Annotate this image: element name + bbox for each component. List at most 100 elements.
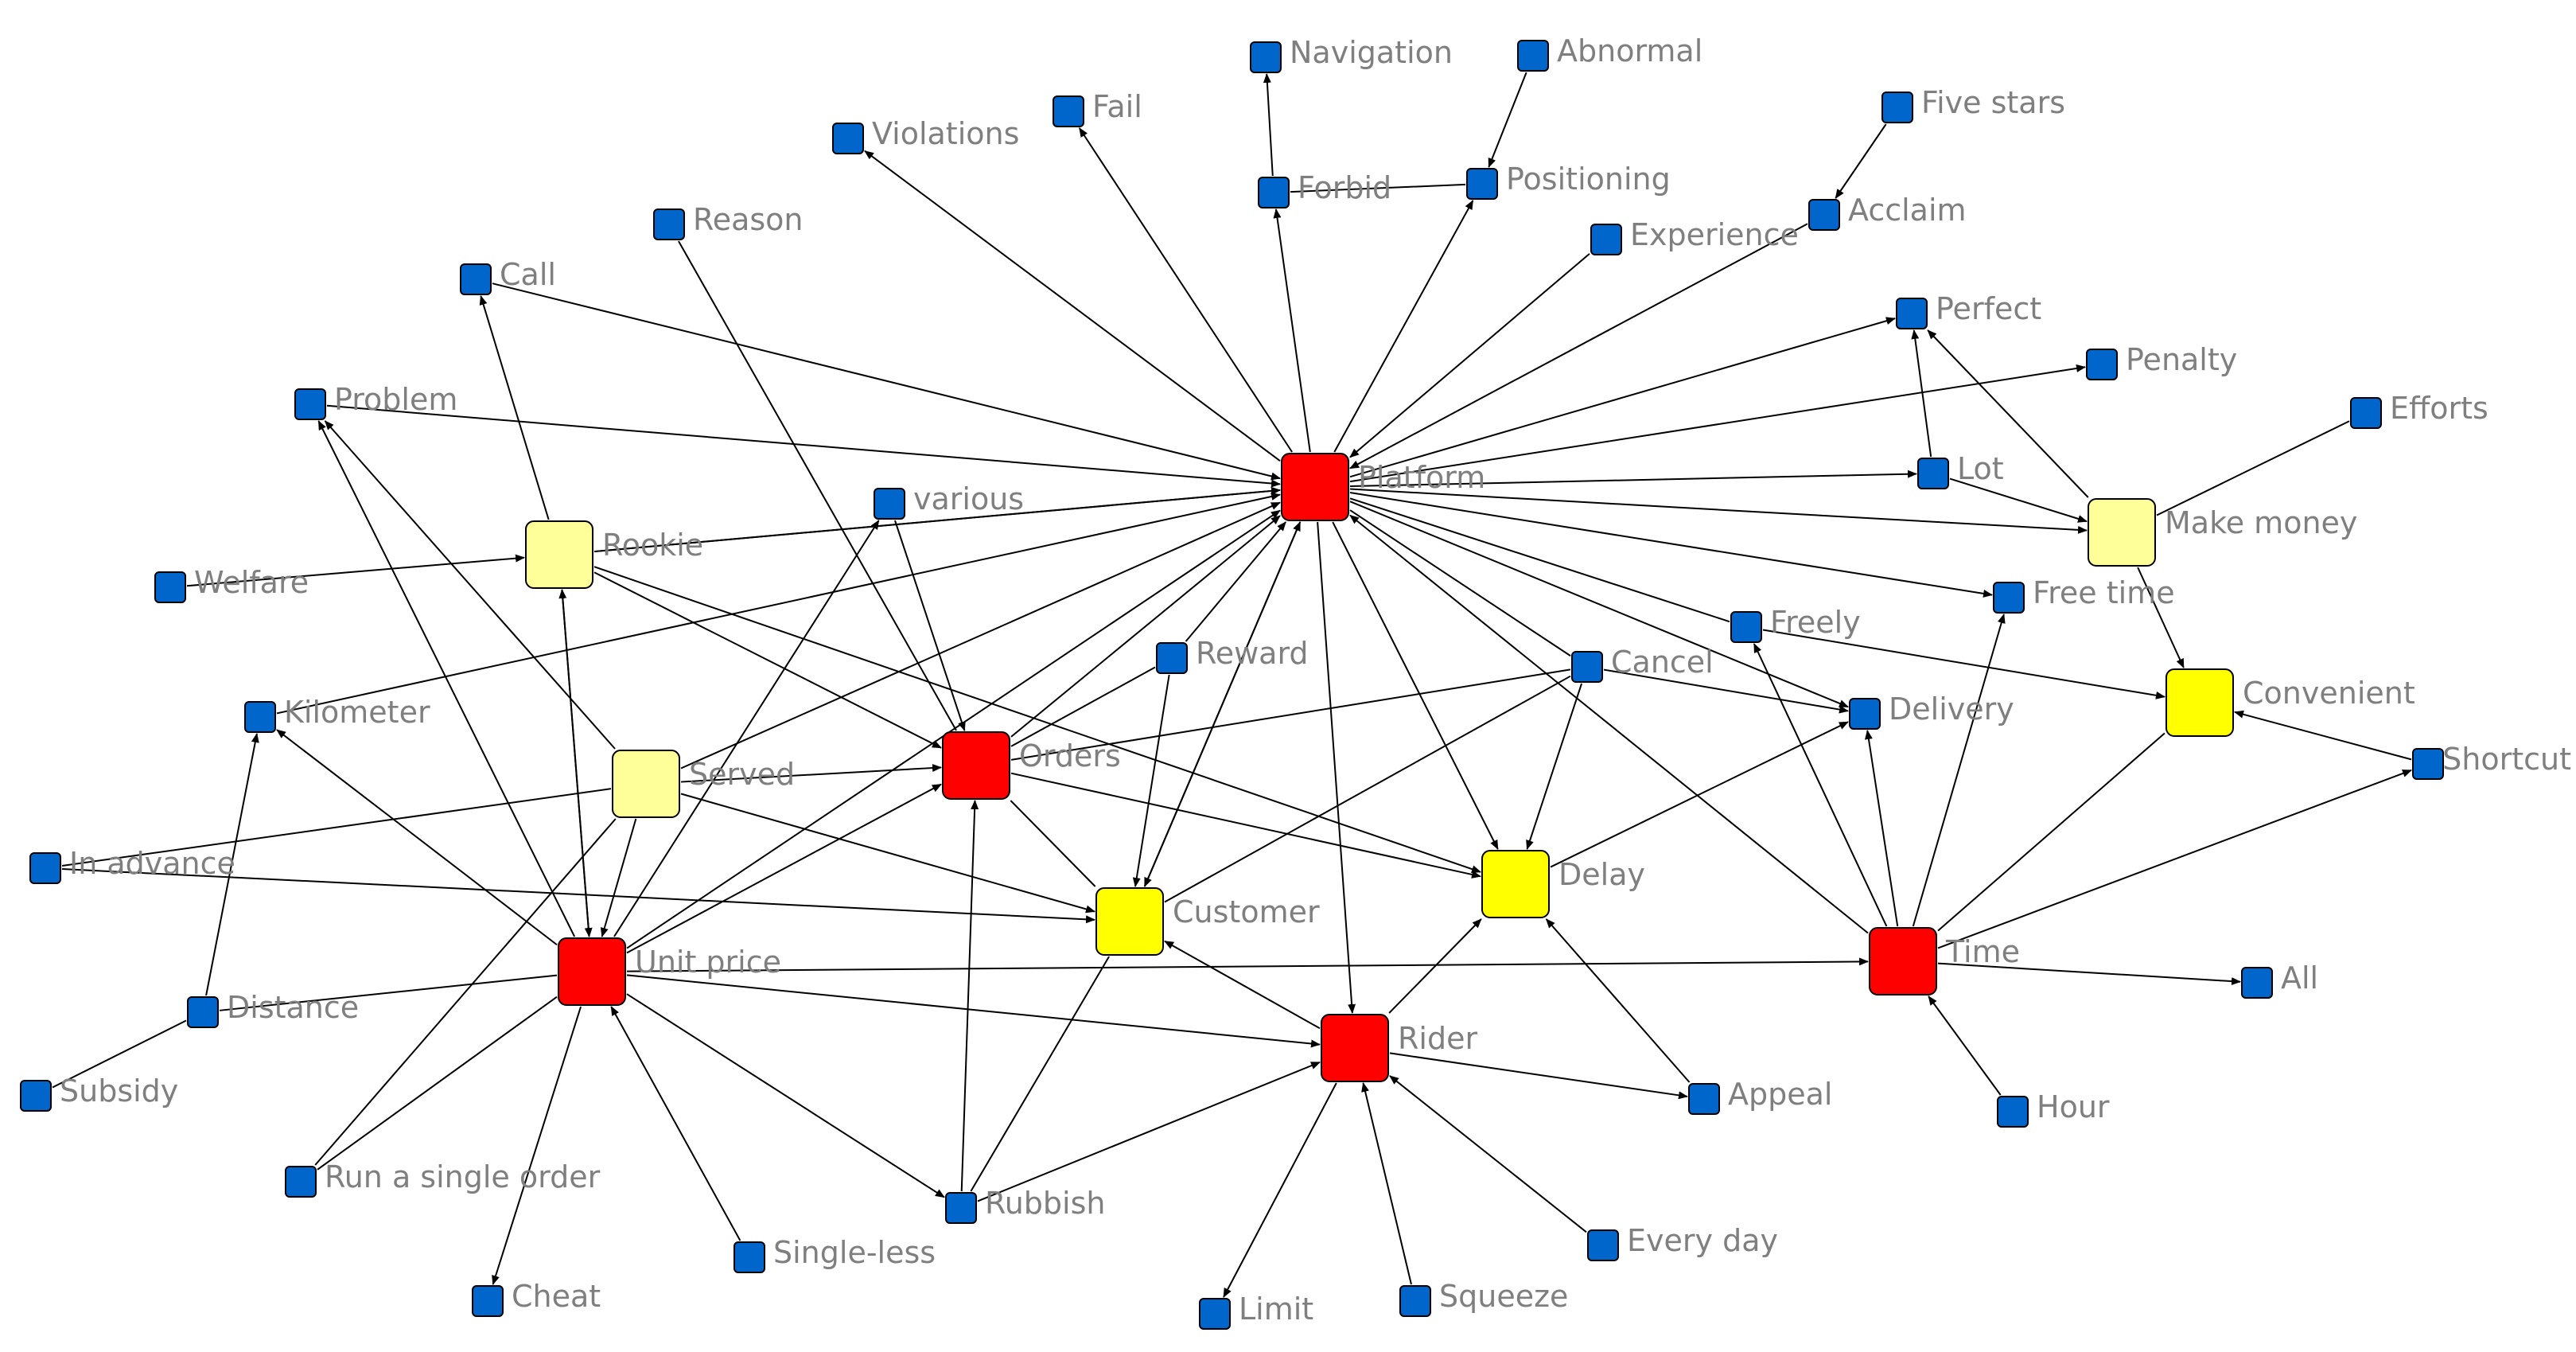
node-all[interactable]: All — [2241, 960, 2318, 999]
node-box-peripheral[interactable] — [154, 571, 186, 603]
node-box-peripheral[interactable] — [653, 208, 685, 240]
node-five-stars[interactable]: Five stars — [1881, 85, 2065, 123]
node-positioning[interactable]: Positioning — [1466, 162, 1671, 200]
node-box-core[interactable] — [558, 937, 626, 1006]
node-box-secondary_light[interactable] — [525, 520, 593, 589]
node-box-peripheral[interactable] — [1571, 651, 1603, 683]
node-various[interactable]: various — [874, 481, 1024, 520]
node-call[interactable]: Call — [460, 257, 556, 295]
node-box-peripheral[interactable] — [733, 1241, 765, 1273]
node-box-peripheral[interactable] — [29, 852, 61, 884]
node-box-core[interactable] — [942, 731, 1010, 800]
node-orders[interactable]: Orders — [942, 731, 1121, 800]
node-box-secondary_light[interactable] — [2088, 498, 2156, 567]
node-box-peripheral[interactable] — [472, 1285, 504, 1317]
node-box-peripheral[interactable] — [1517, 40, 1549, 72]
node-box-peripheral[interactable] — [1688, 1083, 1720, 1115]
node-freely[interactable]: Freely — [1730, 605, 1861, 643]
node-reason[interactable]: Reason — [653, 202, 804, 240]
node-box-peripheral[interactable] — [1849, 698, 1881, 730]
node-perfect[interactable]: Perfect — [1896, 291, 2041, 329]
node-customer[interactable]: Customer — [1095, 887, 1320, 956]
node-penalty[interactable]: Penalty — [2086, 342, 2237, 380]
node-box-peripheral[interactable] — [1258, 177, 1290, 208]
node-single-less[interactable]: Single-less — [733, 1235, 936, 1273]
node-box-peripheral[interactable] — [1199, 1298, 1231, 1330]
node-free-time[interactable]: Free time — [1993, 575, 2175, 614]
node-box-peripheral[interactable] — [1881, 92, 1913, 123]
node-box-peripheral[interactable] — [2086, 349, 2118, 380]
node-abnormal[interactable]: Abnormal — [1517, 33, 1702, 72]
node-served[interactable]: Served — [612, 750, 795, 818]
node-time[interactable]: Time — [1869, 927, 2020, 995]
node-box-peripheral[interactable] — [1250, 41, 1282, 73]
node-box-peripheral[interactable] — [1730, 611, 1762, 643]
node-box-core[interactable] — [1281, 453, 1349, 521]
node-box-secondary[interactable] — [1095, 887, 1164, 956]
node-in-advance[interactable]: In advance — [29, 846, 235, 884]
node-rider[interactable]: Rider — [1321, 1014, 1477, 1082]
node-lot[interactable]: Lot — [1917, 451, 2004, 489]
node-experience[interactable]: Experience — [1590, 217, 1799, 255]
node-navigation[interactable]: Navigation — [1250, 35, 1453, 73]
node-limit[interactable]: Limit — [1199, 1292, 1313, 1330]
node-fail[interactable]: Fail — [1053, 89, 1142, 127]
node-every-day[interactable]: Every day — [1587, 1223, 1778, 1261]
node-box-peripheral[interactable] — [1808, 199, 1840, 231]
node-box-peripheral[interactable] — [1399, 1285, 1431, 1317]
node-box-secondary[interactable] — [1481, 850, 1550, 918]
node-box-peripheral[interactable] — [2241, 967, 2273, 999]
node-hour[interactable]: Hour — [1997, 1089, 2110, 1128]
node-box-secondary_light[interactable] — [612, 750, 680, 818]
node-box-peripheral[interactable] — [2412, 748, 2444, 780]
node-platform[interactable]: Platform — [1281, 453, 1485, 521]
node-make-money[interactable]: Make money — [2088, 498, 2357, 567]
edge-shortcut-to-convenient — [2234, 710, 2412, 761]
node-box-peripheral[interactable] — [1053, 95, 1084, 127]
node-shortcut[interactable]: Shortcut — [2412, 742, 2571, 780]
node-box-peripheral[interactable] — [187, 996, 219, 1028]
node-box-peripheral[interactable] — [1993, 582, 2025, 614]
node-box-peripheral[interactable] — [244, 701, 276, 733]
node-distance[interactable]: Distance — [187, 990, 359, 1028]
node-box-peripheral[interactable] — [460, 263, 492, 295]
node-cheat[interactable]: Cheat — [472, 1279, 601, 1317]
node-delay[interactable]: Delay — [1481, 850, 1645, 918]
node-reward[interactable]: Reward — [1156, 636, 1309, 674]
node-box-core[interactable] — [1869, 927, 1937, 995]
node-problem[interactable]: Problem — [294, 382, 457, 420]
node-rookie[interactable]: Rookie — [525, 520, 703, 589]
node-box-secondary[interactable] — [2165, 668, 2234, 737]
node-box-peripheral[interactable] — [1997, 1096, 2029, 1128]
node-box-peripheral[interactable] — [874, 488, 905, 520]
node-violations[interactable]: Violations — [832, 116, 1019, 154]
node-squeeze[interactable]: Squeeze — [1399, 1279, 1568, 1317]
node-acclaim[interactable]: Acclaim — [1808, 193, 1967, 231]
edge-unit_price-to-rubbish — [626, 993, 945, 1198]
node-box-core[interactable] — [1321, 1014, 1389, 1082]
node-efforts[interactable]: Efforts — [2350, 391, 2488, 429]
node-box-peripheral[interactable] — [1466, 168, 1498, 200]
node-box-peripheral[interactable] — [20, 1080, 52, 1112]
node-convenient[interactable]: Convenient — [2165, 668, 2415, 737]
node-box-peripheral[interactable] — [294, 388, 326, 420]
node-box-peripheral[interactable] — [1587, 1229, 1619, 1261]
node-cancel[interactable]: Cancel — [1571, 645, 1714, 683]
node-box-peripheral[interactable] — [2350, 397, 2382, 429]
node-rubbish[interactable]: Rubbish — [945, 1186, 1105, 1224]
node-run-single-order[interactable]: Run a single order — [285, 1159, 601, 1198]
node-unit-price[interactable]: Unit price — [558, 937, 781, 1006]
node-box-peripheral[interactable] — [285, 1166, 317, 1198]
node-box-peripheral[interactable] — [832, 123, 864, 154]
node-welfare[interactable]: Welfare — [154, 565, 309, 603]
node-box-peripheral[interactable] — [945, 1192, 977, 1224]
node-box-peripheral[interactable] — [1896, 298, 1928, 329]
node-box-peripheral[interactable] — [1156, 642, 1188, 674]
node-delivery[interactable]: Delivery — [1849, 692, 2014, 730]
node-appeal[interactable]: Appeal — [1688, 1077, 1832, 1115]
node-box-peripheral[interactable] — [1917, 458, 1949, 489]
node-subsidy[interactable]: Subsidy — [20, 1073, 178, 1112]
node-forbid[interactable]: Forbid — [1258, 170, 1391, 208]
node-kilometer[interactable]: Kilometer — [244, 695, 430, 733]
node-box-peripheral[interactable] — [1590, 224, 1622, 255]
